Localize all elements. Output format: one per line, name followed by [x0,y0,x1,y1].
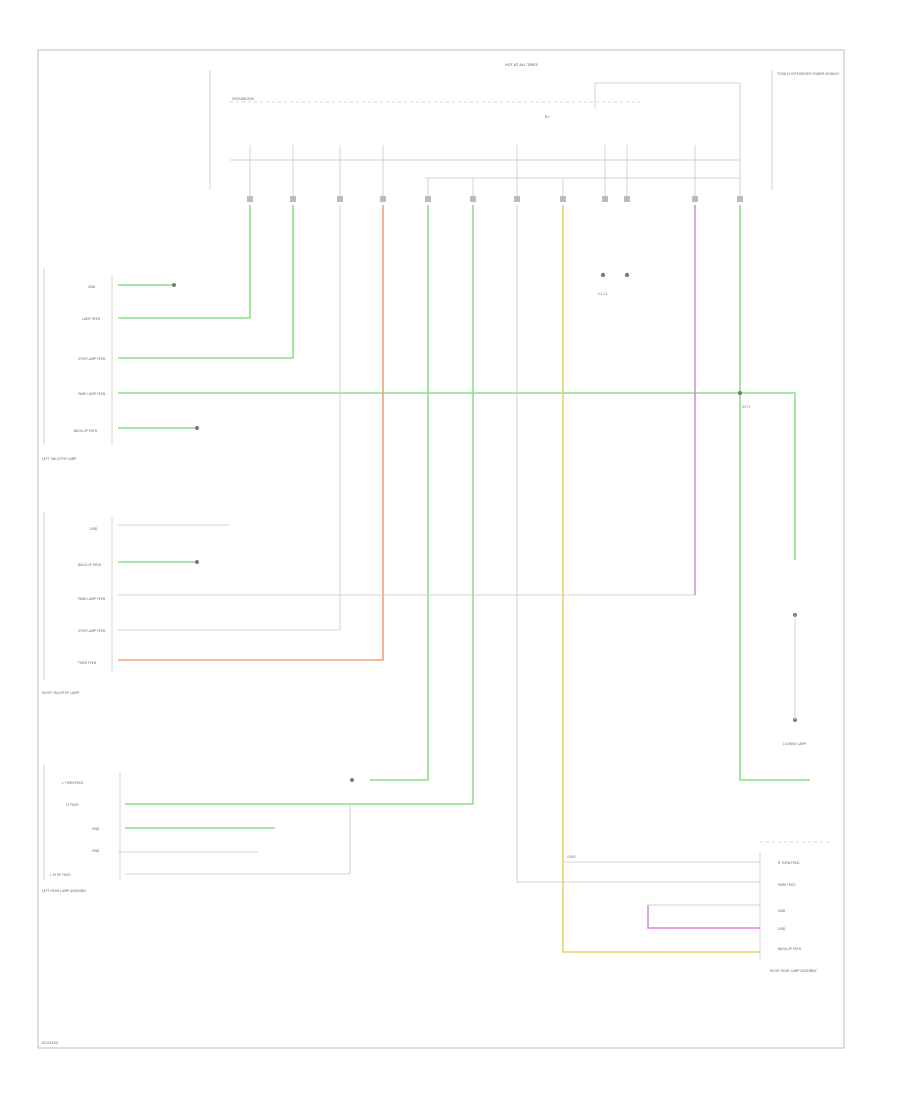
wire-green-center [370,205,429,781]
left-pin-1: GND [88,285,96,289]
wire-gray-1 [118,205,341,631]
left-pin-3: STOP LAMP FEED [78,357,106,361]
left-rear-label: LEFT REAR LAMP ASSEMBLY [42,889,86,893]
wire-green-stop-feed [118,205,294,359]
rear-pin-1: L TURN FEED [62,781,84,785]
wire-yellow-stop [562,205,760,953]
wire-green-license [739,205,810,781]
left-pin-5: BACK-UP FEED [74,429,98,433]
wire-green-lt-feed [125,205,474,805]
wire-orange-turn [118,205,384,661]
rr-pin-4: GND [778,927,786,931]
left-pin-4: PARK LAMP FEED [78,392,106,396]
rear-pin-4: GND [92,849,100,853]
b-plus-label: B+ [545,115,550,119]
rr-pin-1: R TURN FEED [778,861,800,865]
right-pin-4: STOP LAMP FEED [78,629,106,633]
rear-pin-2: LT FEED [66,803,79,807]
wire-green-park-feed [118,392,796,560]
right-pin-2: BACK-UP FEED [78,563,102,567]
diagram-frame [37,49,845,1049]
dw-connector-label: C1 C2 [598,292,608,296]
wire-gray-2 [516,205,760,883]
right-rear-label: RIGHT REAR LAMP ASSEMBLY [770,969,817,973]
right-lamp-label: RIGHT TAIL/STOP LAMP [42,691,79,695]
ground-ref-label: G300 [567,855,576,859]
rr-pin-5: BACK-UP FEED [778,947,802,951]
wire-green-lamp-feed [118,205,251,319]
rr-pin-2: PARK FEED [778,883,796,887]
left-lamp-label: LEFT TAIL/STOP LAMP [42,457,76,461]
ground-bus-label: GROUND BUS [232,97,254,101]
left-pin-2: LAMP FEED [82,317,101,321]
wire-gray-6 [125,805,351,875]
rear-pin-3: GND [92,827,100,831]
right-rear-lamp-assembly: RIGHT REAR LAMP ASSEMBLY R TURN FEED PAR… [759,841,832,973]
license-lamp: LICENSE LAMP [783,613,806,746]
right-pin-3: PARK LAMP FEED [78,597,106,601]
left-tail-stop-lamp: LEFT TAIL/STOP LAMP GND LAMP FEED STOP L… [42,268,113,461]
rear-pin-5: L STOP FEED [50,873,71,877]
diagram-footnote: W1XXXXX [42,1041,59,1045]
right-pin-5: TURN FEED [77,661,97,665]
left-rear-lamp-assembly: LEFT REAR LAMP ASSEMBLY L TURN FEED LT F… [42,765,121,893]
rr-pin-3: GND [778,909,786,913]
right-tail-stop-lamp: RIGHT TAIL/STOP LAMP GND BACK-UP FEED PA… [42,512,113,695]
license-lamp-label: LICENSE LAMP [783,742,806,746]
right-pin-1: GND [90,527,98,531]
tipm-label: TOTALLY INTEGRATED POWER MODULE [776,72,839,76]
diagram-title: HOT AT ALL TIMES [505,63,539,67]
power-module: GROUND BUS B+ TOTALLY INTEGRATED POWER M… [209,70,839,296]
wire-violet-gnd [647,905,760,929]
wires [118,205,810,953]
splice-label: S171 [742,405,750,409]
